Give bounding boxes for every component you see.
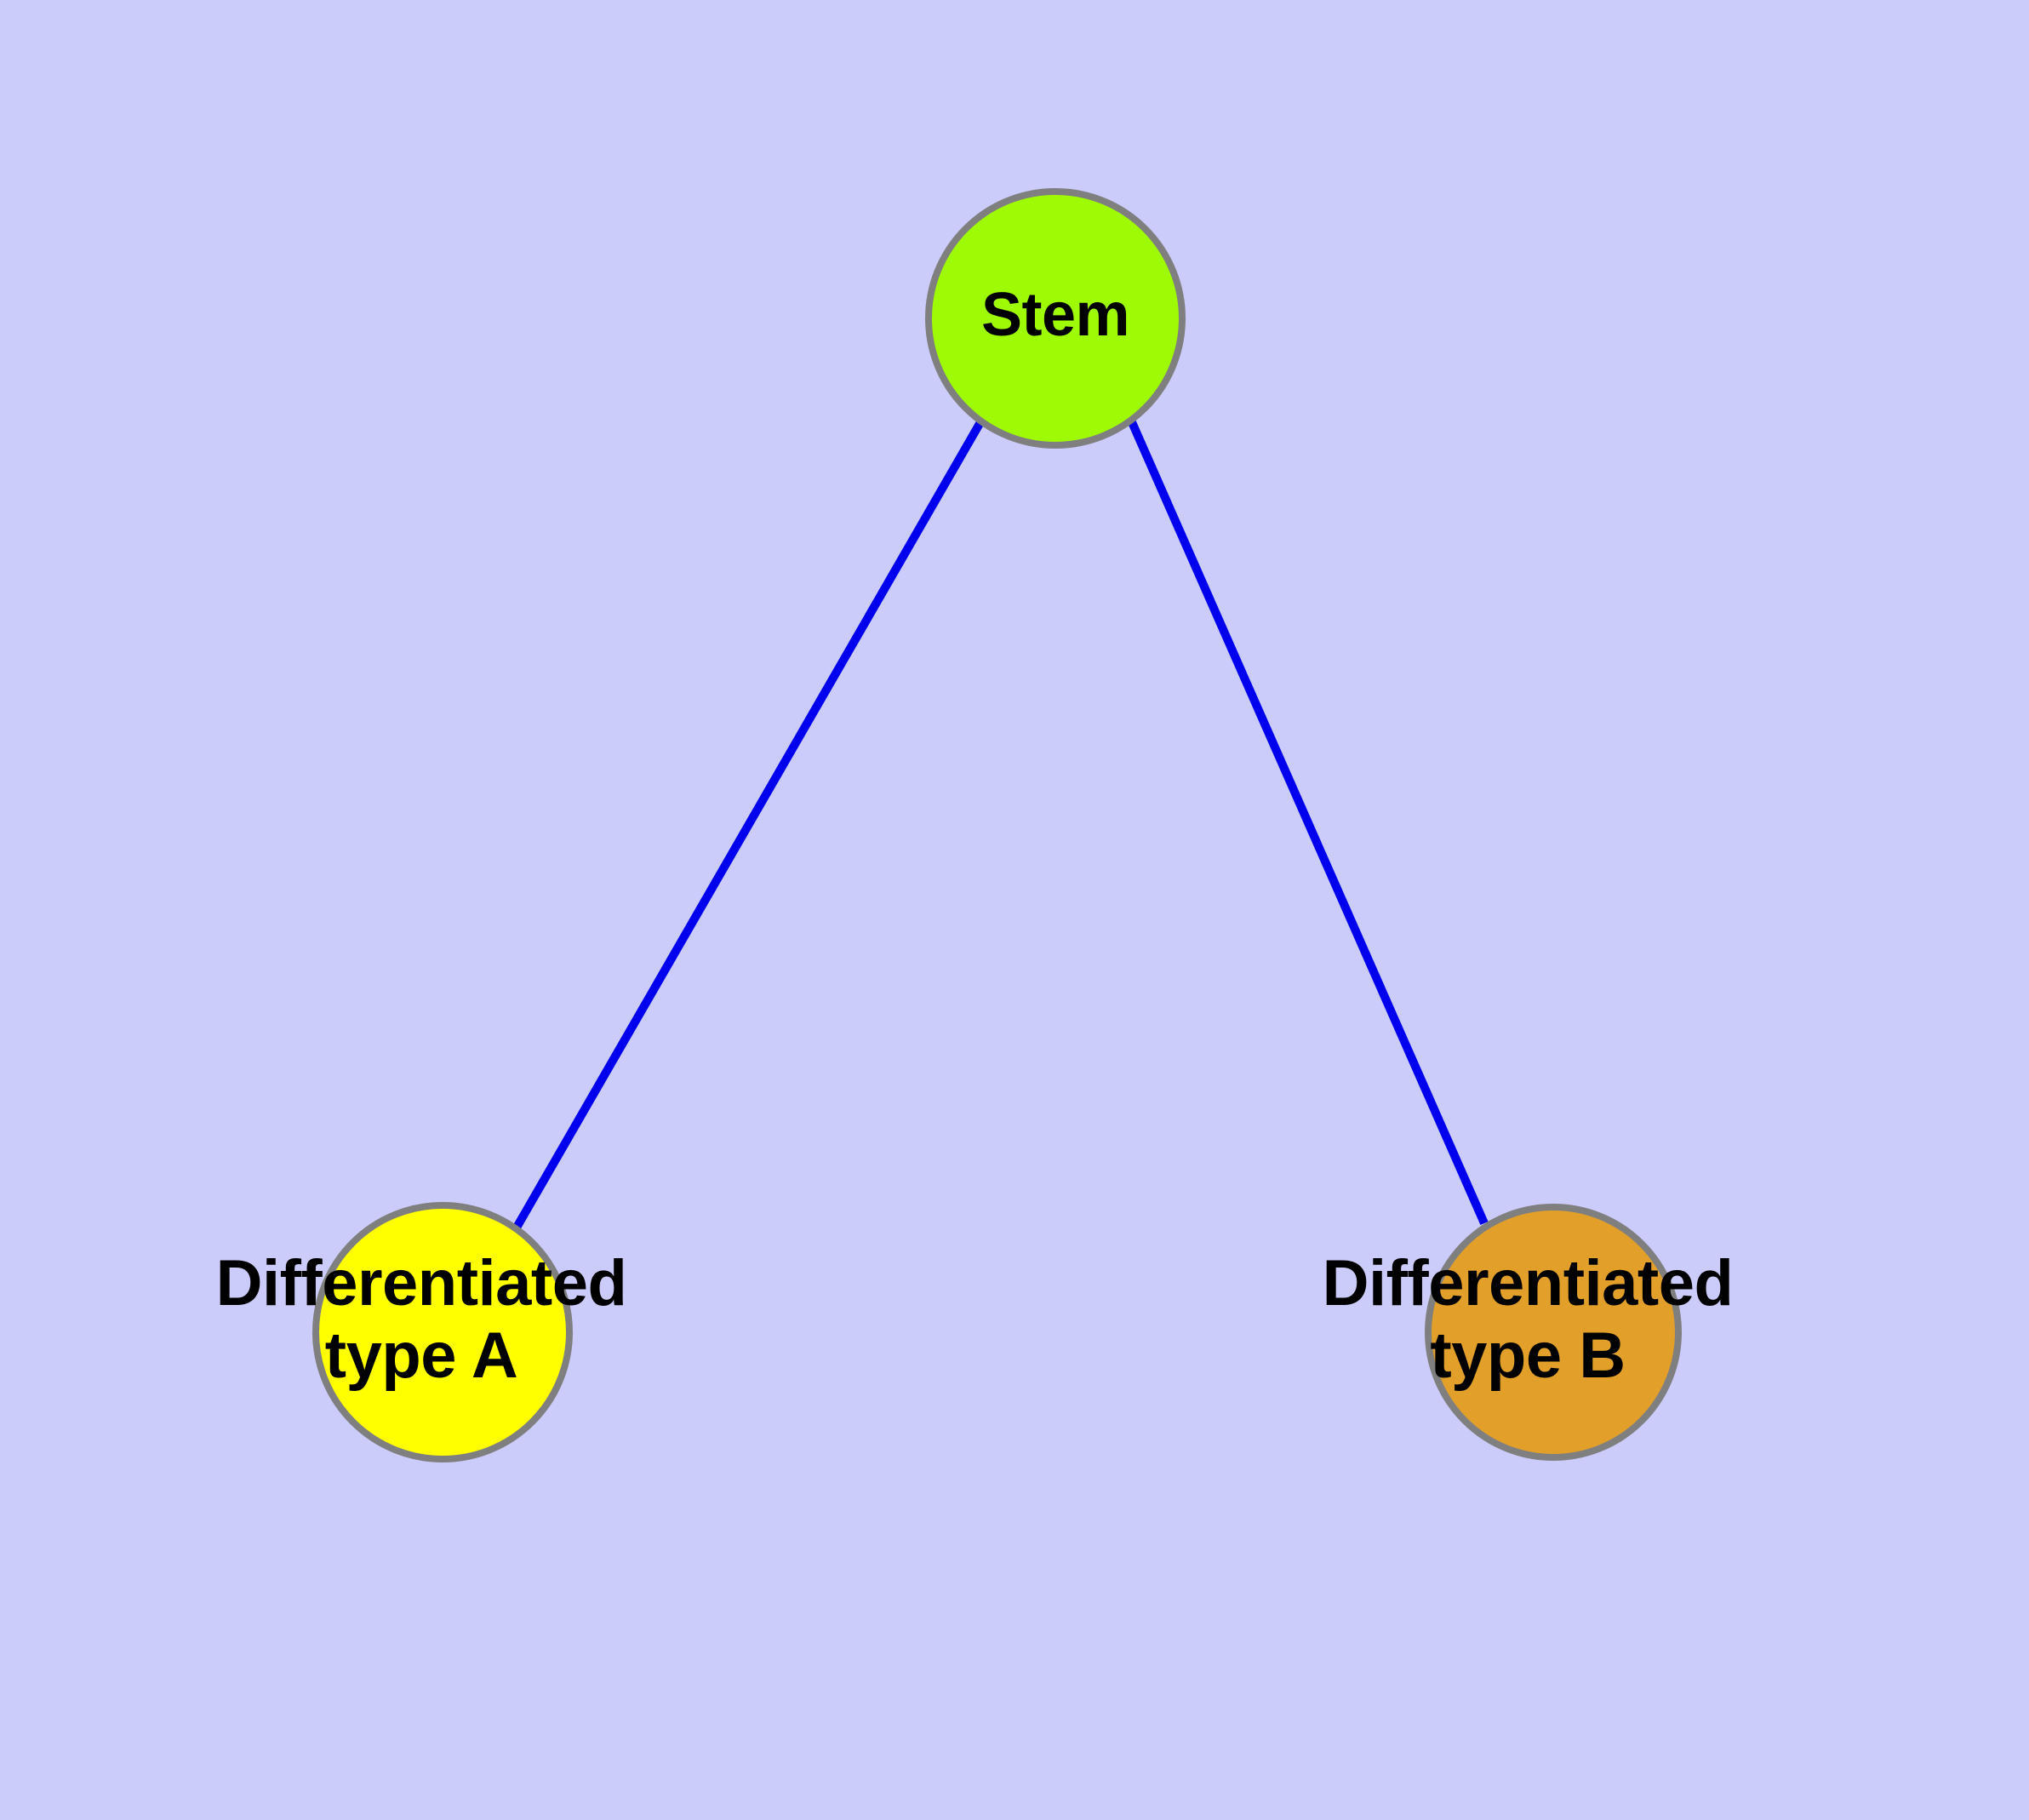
node-stem[interactable] — [925, 188, 1186, 449]
node-differentiated-type-b[interactable] — [1425, 1204, 1682, 1461]
edge-stem-to-differentiated-type-b[interactable] — [1128, 420, 1489, 1226]
edge-stem-to-differentiated-type-a[interactable] — [512, 420, 985, 1230]
node-differentiated-type-a[interactable] — [312, 1202, 573, 1462]
node-layer — [312, 188, 1682, 1462]
edge-layer — [512, 420, 1489, 1230]
